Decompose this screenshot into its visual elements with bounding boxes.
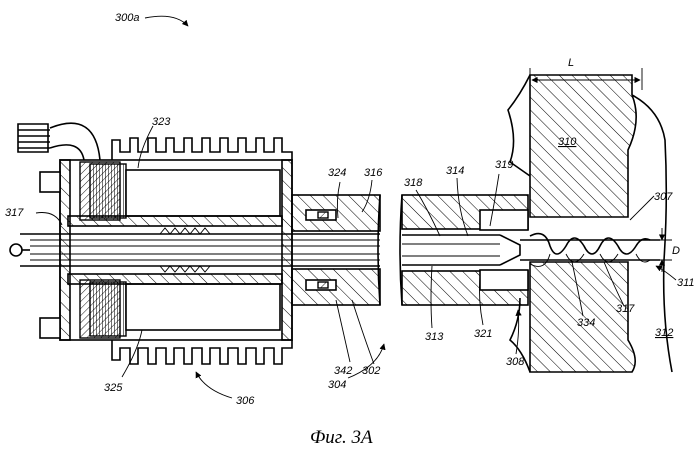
label-325: 325 <box>104 382 123 394</box>
label-313: 313 <box>425 331 444 343</box>
label-334: 334 <box>577 317 595 329</box>
label-306: 306 <box>236 395 255 407</box>
label-312: 312 <box>655 327 673 339</box>
hose-fitting <box>18 123 100 160</box>
label-323: 323 <box>152 116 171 128</box>
label-307: 307 <box>654 191 673 203</box>
label-300a: 300a <box>115 12 139 24</box>
label-310: 310 <box>558 136 577 148</box>
label-308: 308 <box>506 356 525 368</box>
label-317-left: 317 <box>5 207 24 219</box>
label-319: 319 <box>495 159 513 171</box>
dimension-d <box>650 228 672 272</box>
label-321: 321 <box>474 328 492 340</box>
label-314: 314 <box>446 165 464 177</box>
label-342: 342 <box>334 365 352 377</box>
label-302: 302 <box>362 365 380 377</box>
label-dimension-l: L <box>568 57 574 69</box>
label-304: 304 <box>328 379 346 391</box>
label-316: 316 <box>364 167 383 179</box>
main-housing <box>40 160 292 340</box>
label-318: 318 <box>404 177 423 189</box>
figure-caption: Фиг. 3А <box>310 427 373 448</box>
coupler-barrel <box>292 195 380 305</box>
right-fitting <box>402 195 528 305</box>
label-324: 324 <box>328 167 346 179</box>
break-lines <box>378 195 402 305</box>
label-311: 311 <box>677 277 695 289</box>
label-317-right: 317 <box>616 303 635 315</box>
label-dimension-d: D <box>672 245 680 257</box>
